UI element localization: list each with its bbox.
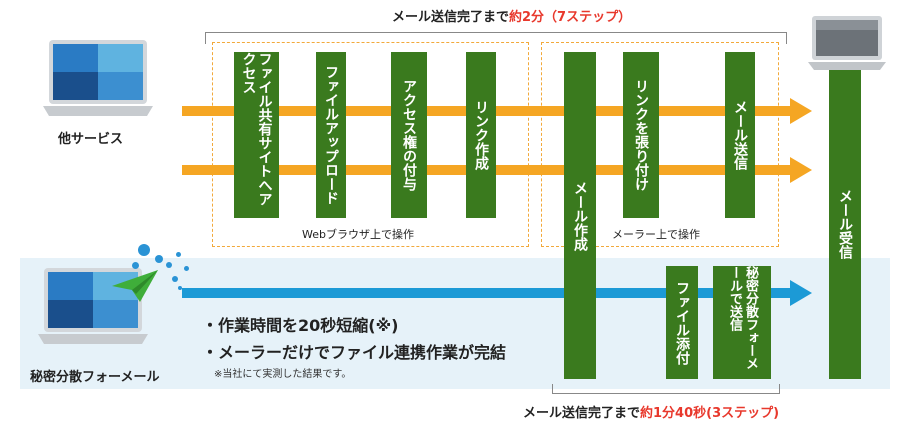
step-link-create: リンク作成 (466, 52, 496, 218)
blue-arrow (182, 280, 812, 306)
top-summary-highlight: 約2分（7ステップ） (509, 10, 632, 25)
step-file-upload: ファイルアップロード (316, 52, 346, 218)
step-file-attach: ファイル添付 (666, 266, 698, 379)
bullet-mailer-only: ・メーラーだけでファイル連携作業が完結 (202, 343, 507, 362)
measurement-note: ※当社にて実測した結果です。 (214, 369, 352, 380)
bottom-bracket (552, 384, 780, 394)
mailer-group-box (541, 42, 779, 247)
step-secure-send: 秘密分散フォーメールで送信 (713, 266, 771, 379)
dot-decoration (172, 276, 178, 282)
monitor-icon-receiver (808, 16, 886, 76)
other-service-label: 他サービス (58, 132, 124, 147)
browser-group-box (212, 42, 529, 247)
top-summary: メール送信完了まで約2分（7ステップ） (392, 10, 632, 25)
secure-mail-label: 秘密分散フォーメール (30, 370, 160, 385)
laptop-icon-other-service (43, 40, 153, 124)
dot-decoration (178, 286, 182, 290)
step-link-paste: リンクを張り付け (623, 52, 659, 218)
dot-decoration (184, 266, 189, 271)
step-mail-receive: メール受信 (829, 68, 861, 379)
mailer-group-label: メーラー上で操作 (612, 228, 700, 241)
top-bracket (205, 32, 787, 44)
step-mail-create: メール作成 (564, 52, 596, 379)
bullet-time-saved: ・作業時間を20秒短縮(※) (202, 316, 399, 335)
bottom-summary: メール送信完了まで約1分40秒(3ステップ) (523, 406, 780, 421)
dot-decoration (155, 255, 163, 263)
dot-decoration (132, 262, 139, 269)
step-access-grant: アクセス権の付与 (391, 52, 427, 218)
browser-group-label: Webブラウザ上で操作 (302, 228, 414, 241)
dot-decoration (166, 262, 172, 268)
dot-decoration (138, 244, 150, 256)
paper-plane-icon (110, 268, 160, 308)
step-file-share-access: ファイル共有サイトへアクセス (234, 52, 279, 218)
step-mail-send: メール送信 (725, 52, 755, 218)
laptop-icon-secure-mail (38, 268, 148, 352)
bottom-summary-highlight: 約1分40秒(3ステップ) (640, 406, 780, 421)
dot-decoration (176, 252, 181, 257)
